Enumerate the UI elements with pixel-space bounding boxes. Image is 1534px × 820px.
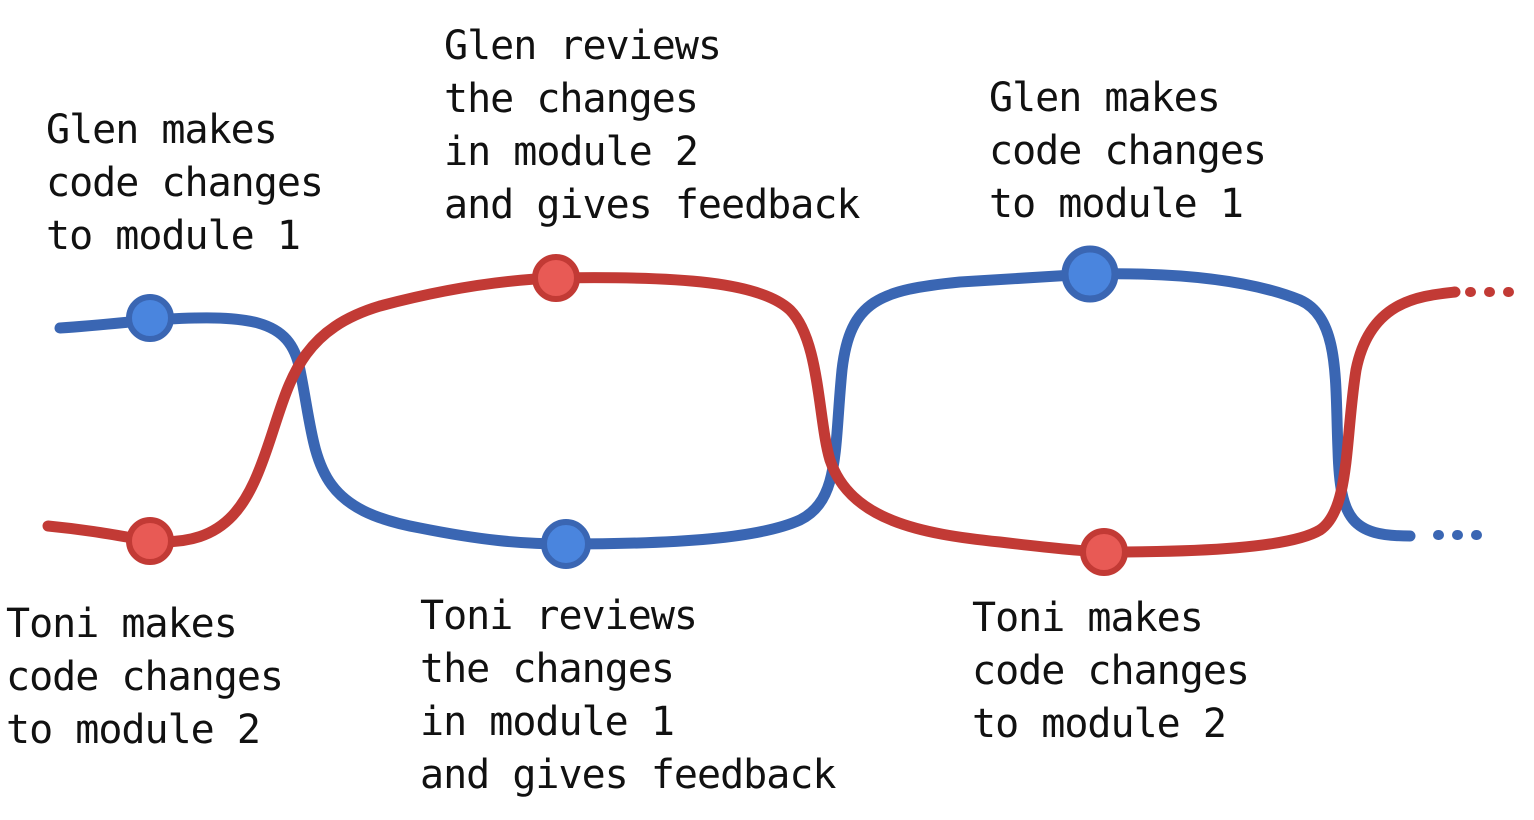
toni-track-line — [42, 272, 1461, 558]
glen-step-3-label: Glen makes code changes to module 1 — [989, 72, 1267, 231]
label-line: in module 2 — [444, 129, 699, 175]
glen-step-2-marker — [541, 519, 591, 569]
label-line: and gives feedback — [444, 182, 860, 228]
label-line: the changes — [420, 646, 675, 692]
label-line: Toni makes — [972, 595, 1204, 641]
label-line: code changes — [46, 160, 324, 206]
label-line: Toni makes — [6, 601, 238, 647]
label-line: to module 1 — [46, 213, 301, 259]
label-line: to module 2 — [6, 707, 261, 753]
toni-step-3-label: Toni makes code changes to module 2 — [972, 592, 1250, 751]
toni-step-3-marker — [1080, 528, 1128, 576]
label-line: to module 2 — [972, 701, 1227, 747]
label-line: Toni reviews — [420, 593, 698, 639]
label-line: Glen makes — [46, 107, 278, 153]
label-line: code changes — [972, 648, 1250, 694]
label-line: to module 1 — [989, 181, 1244, 227]
glen-track-line — [54, 268, 1416, 550]
label-line: code changes — [989, 128, 1267, 174]
toni-step-2-marker — [532, 254, 580, 302]
label-line: and gives feedback — [420, 752, 836, 798]
glen-step-3-marker — [1061, 245, 1119, 303]
label-line: Glen reviews — [444, 23, 722, 69]
glen-step-2-label: Glen reviews the changes in module 2 and… — [444, 20, 860, 232]
glen-step-1-marker — [126, 294, 174, 342]
label-line: the changes — [444, 76, 699, 122]
toni-step-1-label: Toni makes code changes to module 2 — [6, 598, 284, 757]
toni-step-1-marker — [126, 517, 174, 565]
label-line: Glen makes — [989, 75, 1221, 121]
label-line: in module 1 — [420, 699, 675, 745]
label-line: code changes — [6, 654, 284, 700]
glen-step-1-label: Glen makes code changes to module 1 — [46, 104, 324, 263]
toni-step-2-label: Toni reviews the changes in module 1 and… — [420, 590, 836, 802]
